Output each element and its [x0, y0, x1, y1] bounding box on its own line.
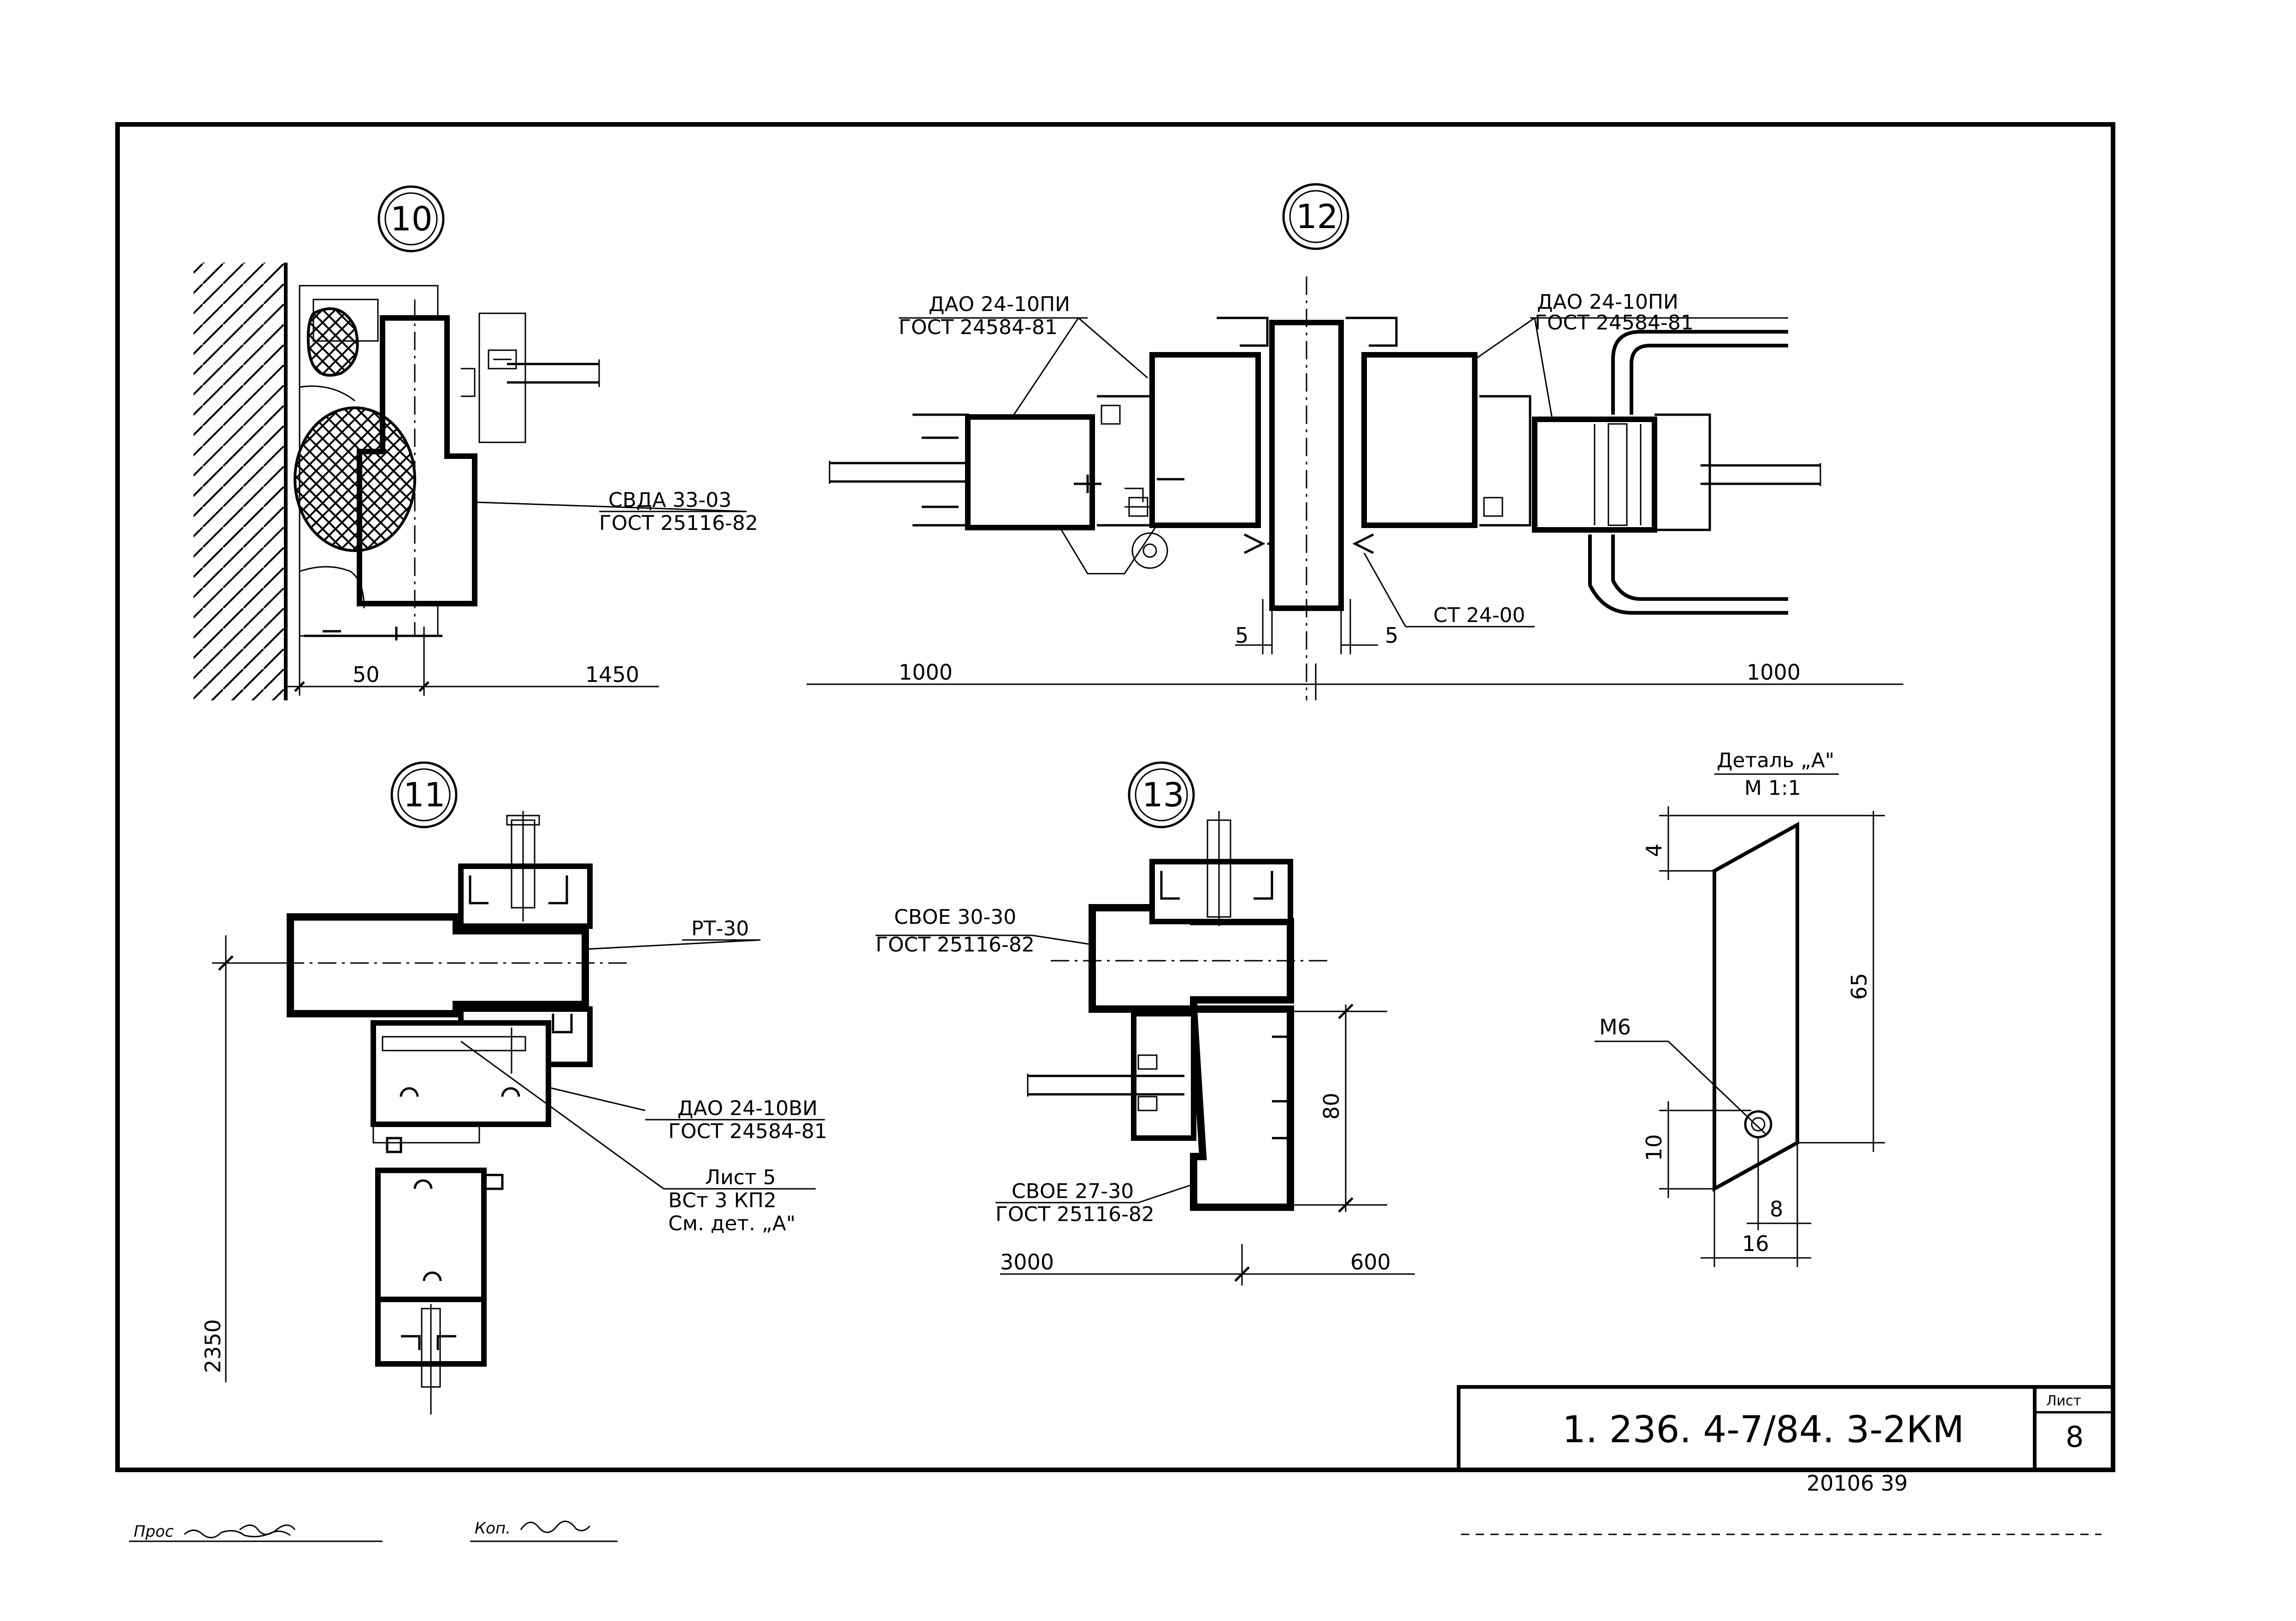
sheet-label: Лист	[2046, 1393, 2081, 1409]
detail-12-gap-right: 5	[1385, 623, 1398, 648]
seal-small	[306, 307, 359, 377]
detail-11-profile-name: РТ-30	[691, 917, 749, 940]
detail-a-dim-4: 4	[1642, 844, 1666, 857]
detail-11-number: 11	[403, 775, 446, 814]
detail-11-sheet-grade: ВСт 3 КП2	[668, 1189, 777, 1212]
detail-11-window-name: ДАО 24-10ВИ	[677, 1097, 818, 1120]
detail-11-dim-2350: 2350	[200, 1319, 225, 1373]
inventory-number: 20106 39	[1807, 1471, 1908, 1496]
signature-line: Прос Коп.	[129, 1519, 2102, 1542]
detail-a-dim-16: 16	[1742, 1231, 1769, 1256]
detail-13-marker	[1128, 761, 1195, 828]
detail-a-dim-10: 10	[1642, 1134, 1666, 1161]
detail-10: 10 СВДА 33-03 ГОСТ 25116-	[194, 185, 758, 700]
bolt-hole-m6	[1744, 1110, 1772, 1139]
detail-12-left-window-name: ДАО 24-10ПИ	[929, 293, 1070, 316]
detail-11-sheet-ref: См. дет. „А"	[668, 1212, 795, 1235]
profile-svoe-2730	[1189, 1005, 1294, 1211]
sheet-frame	[115, 122, 2115, 1472]
detail-13-dim-80: 80	[1319, 1092, 1344, 1120]
detail-11-window-std: ГОСТ 24584-81	[668, 1120, 827, 1143]
detail-12-number: 12	[1296, 197, 1338, 236]
detail-13-bottom-std: ГОСТ 25116-82	[995, 1203, 1154, 1226]
detail-a-scale: М 1:1	[1744, 776, 1801, 800]
detail-10-dim-50: 50	[353, 662, 380, 687]
detail-12-right-window-name: ДАО 24-10ПИ	[1537, 290, 1678, 314]
detail-12-marker	[1282, 183, 1349, 250]
detail-a-bolt: М6	[1599, 1015, 1631, 1040]
window-dao-vi	[371, 1020, 551, 1127]
detail-a-dim-65: 65	[1847, 973, 1872, 1000]
detail-11-sheet-name: Лист 5	[705, 1166, 776, 1189]
detail-12-gap-left: 5	[1235, 623, 1248, 648]
detail-13-number: 13	[1142, 775, 1184, 814]
detail-12-left-window-std: ГОСТ 24584-81	[899, 316, 1058, 339]
detail-13: 13 СВОЕ 30-30 ГОСТ 25116-82 СВОЕ 27-30 Г…	[876, 761, 1415, 1286]
detail-a-title: Деталь „А"	[1717, 749, 1834, 772]
detail-10-dim-1450: 1450	[585, 662, 639, 687]
detail-12-post-name: СТ 24-00	[1433, 604, 1525, 627]
detail-13-top-name: СВОЕ 30-30	[894, 905, 1016, 929]
detail-a-dim-8: 8	[1770, 1197, 1783, 1222]
detail-11: 11 РТ-30 ДАО 24-10ВИ ГОС	[200, 761, 827, 1415]
detail-13-dim-600: 600	[1350, 1250, 1391, 1274]
detail-10-profile-std: ГОСТ 25116-82	[599, 511, 758, 535]
handle-bottom	[1588, 534, 1788, 615]
seal-large	[294, 406, 416, 552]
detail-13-bottom-name: СВОЕ 27-30	[1012, 1180, 1134, 1203]
central-post-st2400	[1217, 276, 1398, 700]
anchor-plate	[1713, 822, 1799, 1192]
detail-12-dim-left: 1000	[899, 660, 953, 685]
detail-11-marker	[390, 761, 458, 828]
detail-12: 12 ДАО 24-10ПИ ГОСТ 24584-81 ДАО 24-10ПИ…	[807, 183, 1903, 700]
signature-right: Коп.	[475, 1519, 511, 1538]
sheet-number: 8	[2066, 1420, 2084, 1454]
detail-13-dim-3000: 3000	[1000, 1250, 1054, 1274]
handle-top	[1611, 330, 1788, 415]
detail-10-marker	[377, 185, 445, 253]
wall-hatching	[194, 263, 286, 700]
detail-a: Деталь „А" М 1:1 М6 4 65 10 8 16	[1595, 749, 1885, 1267]
title-block: 1. 236. 4-7/84. 3-2КМ Лист 8 20106 39	[1457, 1385, 2115, 1496]
detail-10-number: 10	[390, 200, 433, 238]
signature-left: Прос	[134, 1522, 174, 1541]
detail-12-dim-right: 1000	[1747, 660, 1801, 685]
detail-10-profile-name: СВДА 33-03	[608, 488, 731, 512]
profile-rt30	[287, 913, 589, 1017]
drawing-designation: 1. 236. 4-7/84. 3-2КМ	[1562, 1408, 1964, 1451]
detail-13-top-std: ГОСТ 25116-82	[876, 933, 1035, 957]
